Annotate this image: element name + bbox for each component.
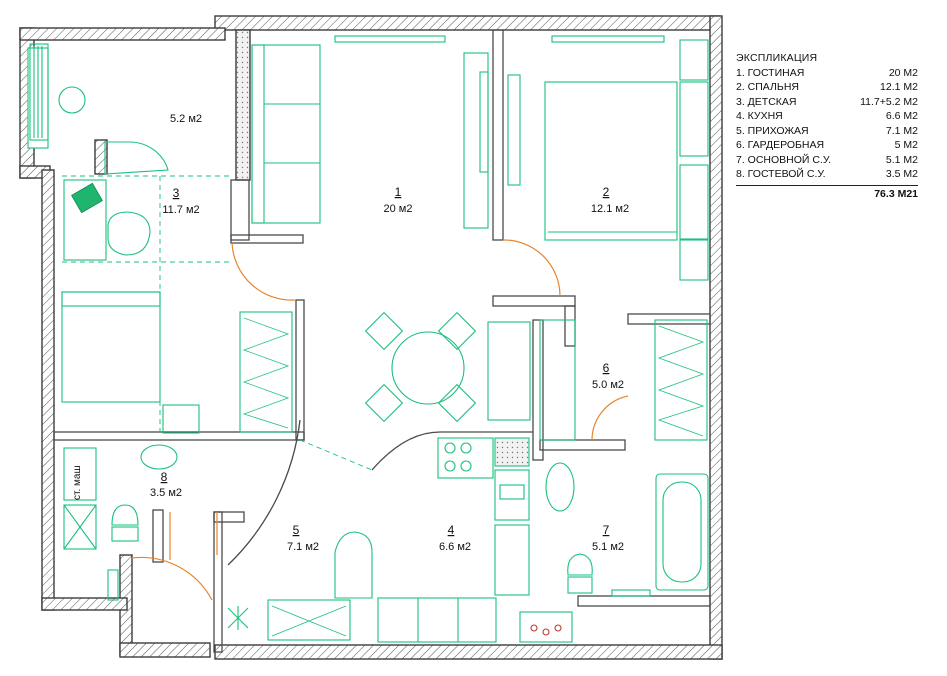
legend-room-area: 5 М2 <box>894 139 918 151</box>
double-bed <box>544 81 678 241</box>
washing-machine-label: ст. маш <box>72 466 83 501</box>
doors <box>131 239 629 601</box>
windows <box>27 35 665 149</box>
bedroom-furniture <box>507 39 709 281</box>
sideboard <box>487 321 531 421</box>
room-area-6: 5.0 м2 <box>592 379 624 391</box>
legend-room-name: 4. КУХНЯ <box>736 110 783 122</box>
living-room-furniture <box>251 44 531 423</box>
bathtub <box>655 473 709 591</box>
tv-unit <box>463 52 489 229</box>
room-number-8: 8 <box>161 470 168 484</box>
legend-room-area: 11.7+5.2 М2 <box>860 95 918 108</box>
room-number-5: 5 <box>293 523 300 537</box>
washbasin-main <box>545 462 575 512</box>
room-number-3: 3 <box>173 186 180 200</box>
dining-table <box>391 331 465 405</box>
legend-room-name: 5. ПРИХОЖАЯ <box>736 124 809 137</box>
washbasin-guest <box>140 444 178 470</box>
legend-row: 1. ГОСТИНАЯ 20 М2 <box>736 66 918 81</box>
laptop <box>71 182 103 214</box>
legend-row: 5. ПРИХОЖАЯ 7.1 М2 <box>736 124 918 139</box>
room-number-7: 7 <box>603 523 610 537</box>
armchair <box>334 531 373 599</box>
kids-room-furniture <box>61 175 293 434</box>
sofa <box>251 44 321 224</box>
room-area-7: 5.1 м2 <box>592 541 624 553</box>
balcony-area: 5.2 м2 <box>170 113 202 125</box>
legend-room-name: 7. ОСНОВНОЙ С.У. <box>736 153 832 166</box>
exterior-walls <box>19 15 723 660</box>
room-area-2: 12.1 м2 <box>591 203 629 215</box>
kitchen-furniture <box>377 437 530 643</box>
washing-machine <box>63 447 97 501</box>
coat-rack <box>227 606 249 630</box>
legend-title: ЭКСПЛИКАЦИЯ <box>736 52 818 64</box>
room-area-4: 6.6 м2 <box>439 541 471 553</box>
legend-row: 6. ГАРДЕРОБНАЯ 5 М2 <box>736 138 918 153</box>
room-area-1: 20 м2 <box>384 203 413 215</box>
toilet-guest <box>111 504 139 526</box>
dressing-room-furniture <box>539 319 708 441</box>
legend-row: 7. ОСНОВНОЙ С.У. 5.1 М2 <box>736 153 918 168</box>
legend-room-name: 2. СПАЛЬНЯ <box>736 81 799 93</box>
desk-chair <box>107 211 151 256</box>
room-area-3: 11.7 м2 <box>162 204 199 216</box>
room-number-1: 1 <box>395 185 402 199</box>
legend-room-area: 5.1 М2 <box>885 153 918 166</box>
legend-room-name: 8. ГОСТЕВОЙ С.У. <box>736 168 826 180</box>
cooktop <box>437 437 494 479</box>
room-number-2: 2 <box>603 185 610 199</box>
room-labels: 1 20 м2 2 12.1 м2 3 11.7 м2 4 6.6 м2 5 7… <box>72 113 629 553</box>
balcony-table <box>58 86 86 114</box>
hallway-furniture <box>227 531 373 641</box>
room-number-6: 6 <box>603 361 610 375</box>
legend: ЭКСПЛИКАЦИЯ 1. ГОСТИНАЯ 20 М2 2. СПАЛЬНЯ 12… <box>736 51 918 201</box>
guest-bathroom-furniture <box>63 444 178 601</box>
legend-list: 1. ГОСТИНАЯ 20 М2 2. СПАЛЬНЯ 12.1 М2 3. ДЕТС… <box>736 66 918 182</box>
shoe-cabinet <box>267 599 351 641</box>
legend-room-name: 6. ГАРДЕРОБНАЯ <box>736 139 825 151</box>
single-bed <box>61 291 161 403</box>
room-area-8: 3.5 м2 <box>150 487 182 499</box>
legend-row: 2. СПАЛЬНЯ 12.1 М2 <box>736 80 918 95</box>
fridge <box>494 437 530 467</box>
legend-total: 76.3 М21 <box>874 187 918 200</box>
legend-room-area: 3.5 М2 <box>885 168 918 180</box>
legend-room-name: 3. ДЕТСКАЯ <box>736 95 797 108</box>
balcony <box>29 43 169 175</box>
legend-room-area: 7.1 М2 <box>885 124 918 137</box>
legend-divider <box>736 184 918 186</box>
main-bathroom-furniture <box>519 462 709 643</box>
interior-walls <box>53 29 711 653</box>
kitchen-table <box>377 597 497 643</box>
wardrobe-kids <box>239 311 293 433</box>
legend-row: 8. ГОСТЕВОЙ С.У. 3.5 М2 <box>736 167 918 182</box>
desk <box>63 179 107 261</box>
toilet-main <box>567 553 593 576</box>
room-number-4: 4 <box>448 523 455 537</box>
room-area-5: 7.1 м2 <box>287 541 319 553</box>
legend-row: 3. ДЕТСКАЯ 11.7+5.2 М2 <box>736 95 918 110</box>
legend-room-area: 6.6 М2 <box>885 110 918 122</box>
legend-room-area: 20 М2 <box>888 66 918 79</box>
legend-row: 4. КУХНЯ 6.6 М2 <box>736 109 918 124</box>
legend-room-area: 12.1 М2 <box>880 81 918 93</box>
legend-room-name: 1. ГОСТИНАЯ <box>736 66 805 79</box>
